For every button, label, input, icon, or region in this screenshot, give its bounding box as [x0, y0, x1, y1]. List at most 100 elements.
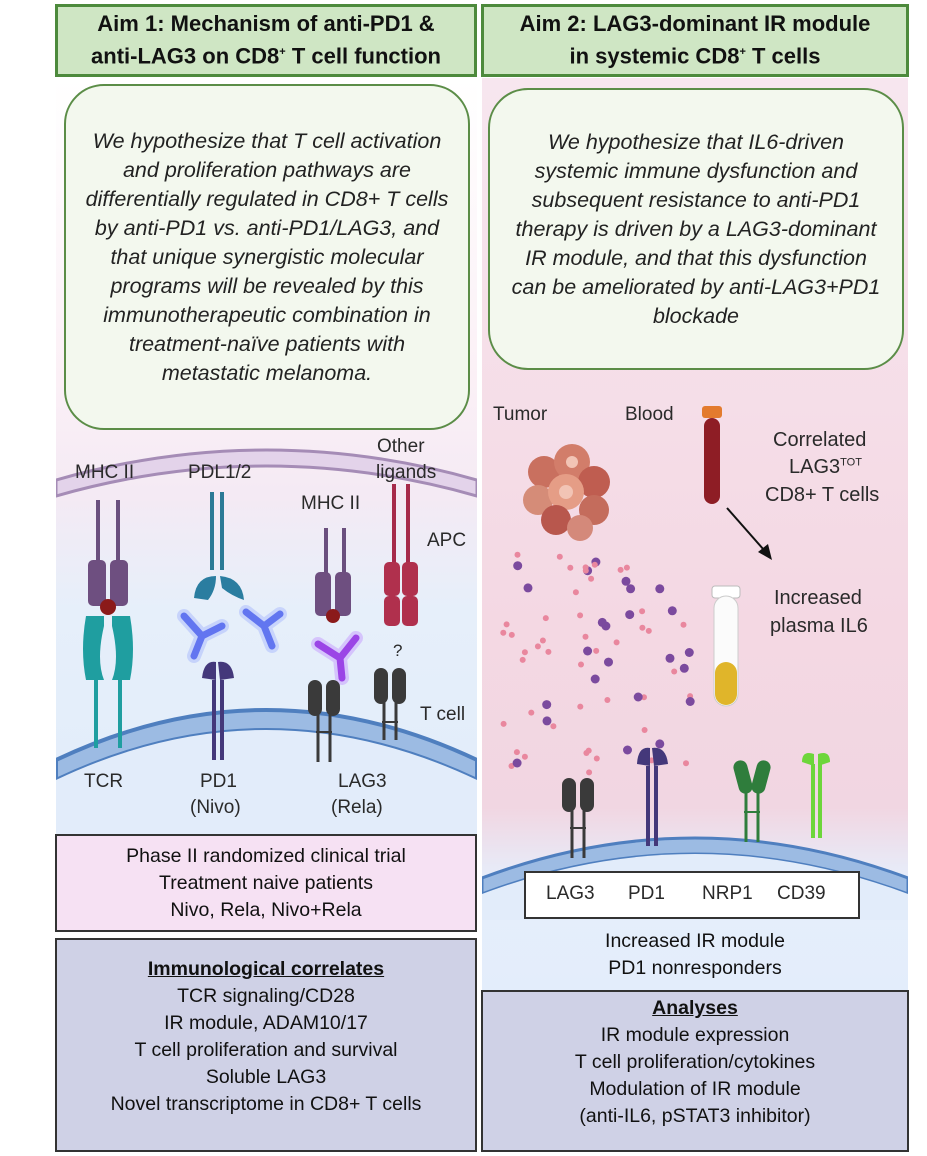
aim2-header: Aim 2: LAG3-dominant IR module in system… — [481, 4, 909, 77]
cytokine-dot — [655, 739, 665, 749]
cytokine-dot — [639, 608, 646, 615]
cytokine-dot — [521, 649, 528, 656]
aim2-hypothesis-box: We hypothesize that IL6-driven systemic … — [488, 88, 904, 370]
cytokine-dot — [623, 745, 632, 755]
trial-line-2: Treatment naive patients — [159, 872, 373, 894]
cytokine-dot — [500, 720, 507, 727]
cytokine-dot — [684, 648, 694, 657]
cytokine-dot — [500, 629, 507, 636]
analyses-item: (anti-IL6, pSTAT3 inhibitor) — [579, 1105, 811, 1127]
lag3-drug-label: (Rela) — [331, 797, 383, 818]
question-label: ? — [393, 641, 403, 660]
trial-line-1: Phase II randomized clinical trial — [126, 845, 406, 867]
cytokine-dot — [542, 700, 552, 710]
anti-lag3-antibody-icon — [311, 631, 363, 685]
cytokine-dot — [514, 551, 521, 558]
cytokine-dot — [512, 758, 522, 768]
analyses-item: T cell proliferation/cytokines — [574, 1051, 816, 1073]
cytokine-dot — [680, 621, 687, 628]
cytokine-dot — [550, 723, 557, 730]
increased-label-1: Increased — [774, 587, 862, 609]
blood-label: Blood — [625, 404, 674, 425]
cytokine-dot — [577, 703, 584, 710]
cytokine-dot — [597, 617, 607, 627]
cytokine-dot — [534, 643, 541, 650]
mhc2-right-icon — [315, 528, 351, 623]
cytokine-dot — [521, 753, 528, 760]
pd1-label: PD1 — [200, 771, 237, 792]
analyses-item: Modulation of IR module — [589, 1078, 801, 1100]
cytokine-dot — [665, 653, 675, 663]
cytokine-dot — [604, 657, 613, 667]
cytokine-dot — [671, 668, 678, 675]
cytokine-dot — [590, 674, 600, 684]
cytokine-dot — [583, 750, 590, 756]
cytokine-dot — [591, 561, 598, 568]
trial-line-3: Nivo, Rela, Nivo+Rela — [170, 899, 362, 921]
correlates-item: TCR signaling/CD28 — [177, 985, 355, 1007]
cytokine-dot — [539, 637, 546, 644]
cytokine-dot — [588, 575, 595, 582]
cytokine-dot — [578, 661, 584, 668]
tcell-label: T cell — [420, 704, 466, 725]
outcome-text: Increased IR module PD1 nonresponders — [482, 928, 908, 982]
tumor-label: Tumor — [493, 404, 548, 425]
aim2-hypothesis-text: We hypothesize that IL6-driven systemic … — [511, 129, 881, 328]
increased-label-2: plasma IL6 — [770, 615, 868, 637]
mhc2-right-label: MHC II — [301, 493, 361, 514]
correlates-title: Immunological correlates — [147, 958, 385, 980]
cytokine-dot — [667, 606, 677, 616]
cytokine-dot — [508, 631, 515, 638]
other-ligands-label-1: Other — [377, 436, 425, 457]
correlates-item: T cell proliferation and survival — [134, 1039, 398, 1061]
correlates-item: Novel transcriptome in CD8+ T cells — [110, 1093, 422, 1115]
cytokine-dot — [545, 648, 552, 655]
cd39-receptor-icon — [802, 753, 830, 838]
cytokine-dot — [582, 633, 589, 640]
cytokine-dot — [582, 564, 589, 571]
cytokine-dot — [503, 621, 510, 628]
aim1-hypothesis-text: We hypothesize that T cell activation an… — [85, 128, 449, 385]
cytokine-dot — [528, 709, 535, 716]
cytokine-dot — [519, 656, 526, 663]
tcr-label: TCR — [84, 771, 124, 792]
pdl-icon — [194, 492, 244, 600]
cytokine-dot — [625, 610, 635, 620]
cytokine-dots — [500, 551, 695, 776]
pd1-drug-label: (Nivo) — [190, 797, 241, 818]
other-ligands-label-2: ligands — [376, 462, 437, 483]
correlated-lag3: LAG3 — [789, 456, 841, 478]
aim1-header-line1: Aim 1: Mechanism of anti-PD1 & — [97, 11, 435, 37]
cytokine-dot — [613, 639, 620, 646]
correlated-label-2: LAG3TOT — [789, 456, 862, 479]
cytokine-dot — [523, 583, 533, 593]
aim1-header: Aim 1: Mechanism of anti-PD1 & anti-LAG3… — [55, 4, 477, 77]
mhc2-left-label: MHC II — [75, 462, 135, 483]
pd1-receptor-icon — [202, 661, 234, 760]
cytokine-dot — [583, 646, 593, 656]
receptor-label-box — [524, 871, 860, 919]
receptor-label-cd39: CD39 — [777, 883, 826, 904]
other-ligand-icon — [384, 484, 418, 626]
cytokine-dot — [604, 697, 611, 703]
analyses-title: Analyses — [652, 997, 738, 1019]
cytokine-dot — [639, 624, 646, 631]
cytokine-dot — [679, 663, 689, 673]
tcr-icon — [83, 616, 133, 748]
blood-tube-icon — [702, 406, 722, 504]
correlated-label-3: CD8+ T cells — [765, 484, 880, 506]
apc-label: APC — [427, 530, 467, 551]
aim2-header-line2-end: T cells — [745, 43, 821, 69]
aim2-header-line2: in systemic CD8 — [569, 43, 740, 69]
cytokine-dot — [556, 553, 563, 560]
cytokine-dot — [572, 589, 579, 596]
correlated-sup: TOT — [840, 456, 862, 469]
analyses-box: Analyses IR module expression T cell pro… — [481, 990, 909, 1152]
apc-membrane — [56, 448, 477, 498]
aim2-header-line1: Aim 2: LAG3-dominant IR module — [519, 11, 871, 37]
receptor-label-nrp1: NRP1 — [702, 883, 753, 904]
mhc2-left-icon — [88, 500, 128, 615]
analyses-item: IR module expression — [600, 1024, 790, 1046]
cytokine-dot — [633, 692, 643, 702]
outcome-line: PD1 nonresponders — [608, 957, 782, 979]
